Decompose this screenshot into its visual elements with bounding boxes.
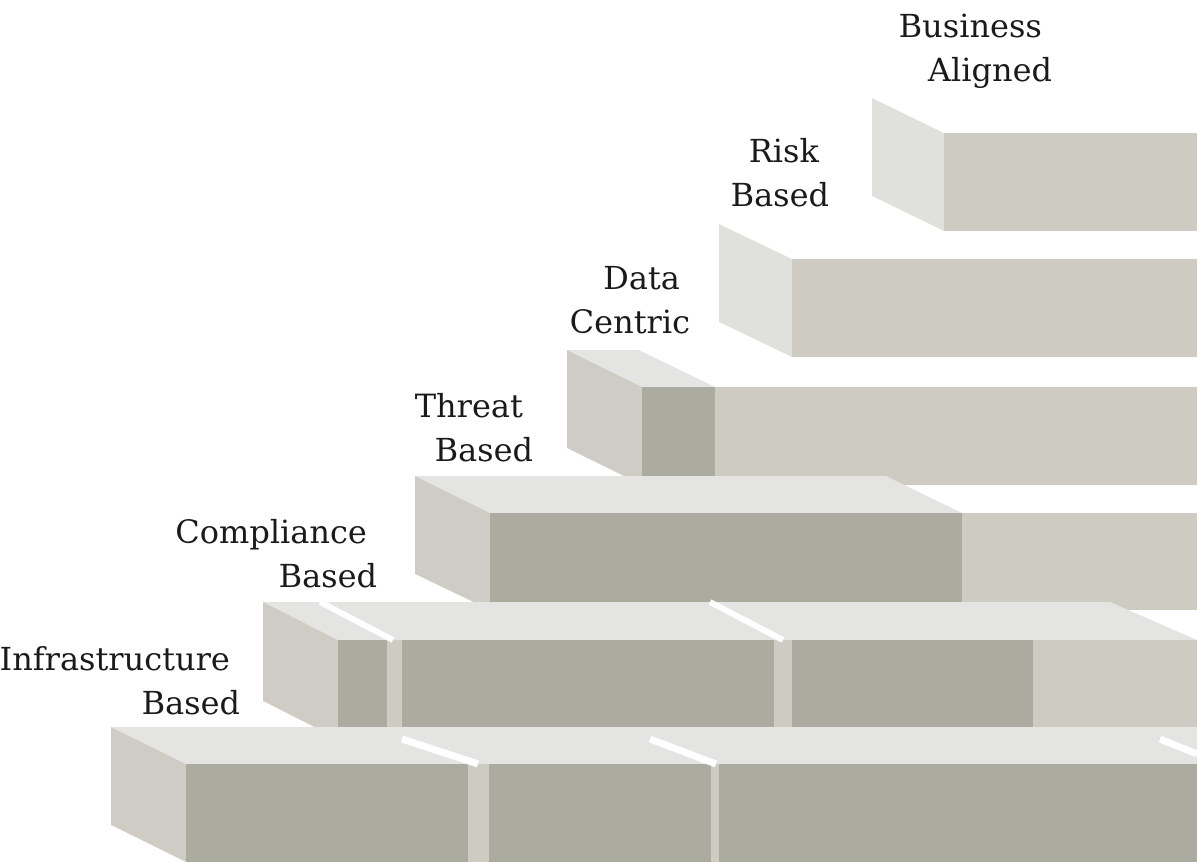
step-infrastructure-based-block	[111, 727, 1197, 862]
label-line-1: Data	[603, 259, 680, 297]
block-front-face	[792, 259, 1197, 357]
block-front-seam	[774, 640, 792, 739]
label-line-1: Risk	[749, 132, 820, 170]
block-front-dark	[792, 640, 1033, 739]
step-data-centric-block	[567, 350, 1197, 485]
top-seam	[318, 599, 395, 643]
step-compliance-based-block	[263, 599, 1197, 739]
label-line-2: Based	[731, 176, 829, 214]
block-front-light	[1033, 640, 1197, 739]
block-front-seam	[468, 764, 489, 862]
label-line-2: Aligned	[927, 51, 1052, 89]
block-front-face	[944, 133, 1197, 231]
label-line-2: Centric	[570, 303, 690, 341]
block-front-dark	[402, 640, 774, 739]
block-side-face	[415, 476, 490, 610]
block-front-seam	[387, 640, 402, 739]
step-risk-based-block	[719, 224, 1197, 357]
label-risk-based: Risk Based	[731, 132, 829, 214]
block-side-face	[111, 727, 186, 862]
label-line-2: Based	[142, 684, 240, 722]
block-front-seam	[711, 764, 719, 862]
block-side-face	[719, 224, 792, 357]
top-seam	[708, 599, 785, 643]
block-front-dark	[719, 764, 1197, 862]
label-compliance-based: Compliance Based	[175, 513, 377, 595]
block-top-face	[263, 602, 1197, 640]
label-line-1: Business	[899, 7, 1042, 45]
label-line-1: Infrastructure	[0, 640, 230, 678]
block-top-face	[567, 350, 715, 387]
label-data-centric: Data Centric	[570, 259, 690, 341]
block-front-dark	[186, 764, 468, 862]
block-front-dark	[338, 640, 387, 739]
block-side-face	[263, 602, 338, 739]
label-line-2: Based	[279, 557, 377, 595]
step-business-aligned-block	[872, 98, 1197, 231]
block-front-light	[962, 513, 1197, 610]
block-front-dark	[489, 764, 711, 862]
top-seam	[1158, 735, 1197, 758]
block-front-dark	[490, 513, 962, 610]
top-seam	[400, 735, 480, 768]
label-infrastructure-based: Infrastructure Based	[0, 640, 240, 722]
block-top-face	[111, 727, 1197, 764]
top-seam	[648, 735, 718, 768]
label-business-aligned: Business Aligned	[899, 7, 1052, 89]
label-threat-based: Threat Based	[415, 387, 533, 469]
label-line-2: Based	[435, 431, 533, 469]
block-side-face	[872, 98, 944, 231]
block-front-light	[715, 387, 1197, 485]
label-line-1: Compliance	[175, 513, 367, 551]
label-line-1: Threat	[415, 387, 523, 425]
block-top-face	[415, 476, 962, 513]
block-side-face	[567, 350, 642, 485]
step-threat-based-block	[415, 476, 1197, 610]
block-front-dark	[642, 387, 715, 485]
